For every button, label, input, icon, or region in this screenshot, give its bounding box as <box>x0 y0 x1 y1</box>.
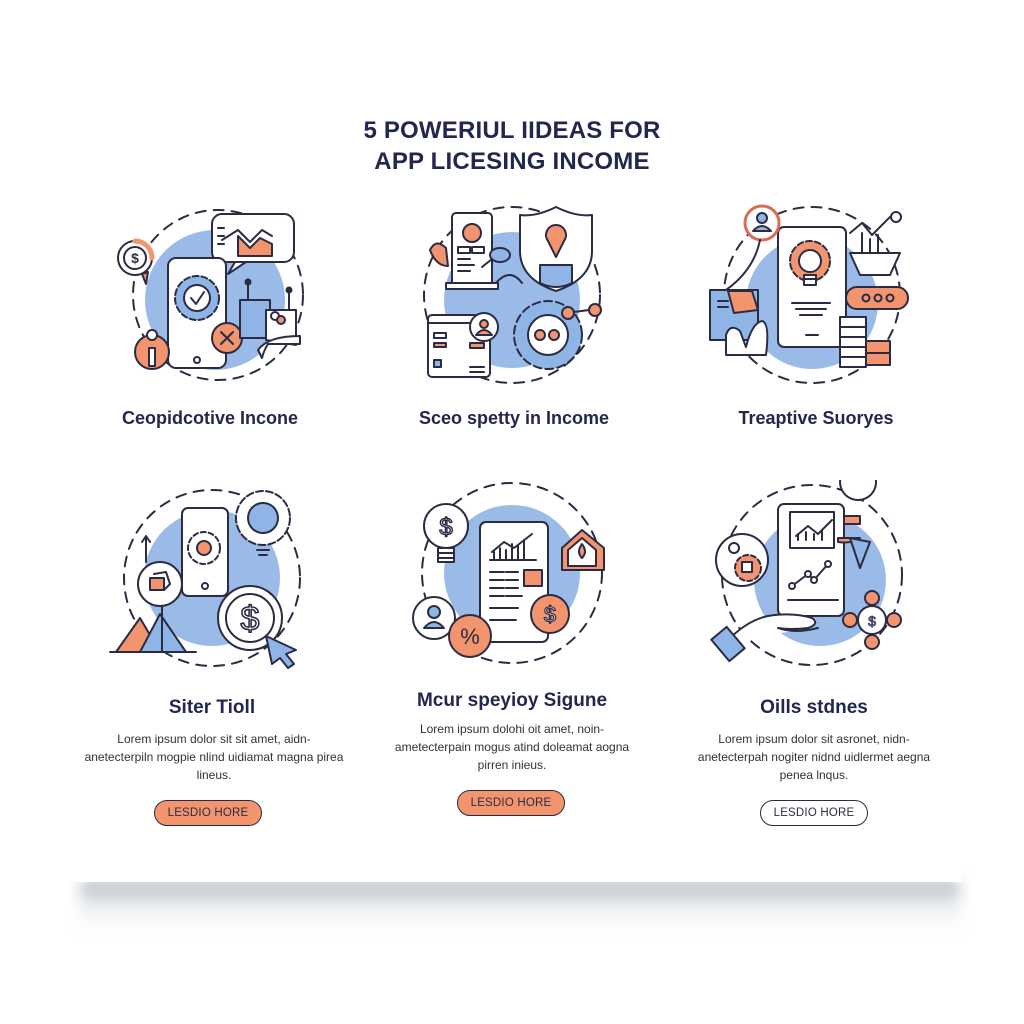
label-top-2: Sceo spetty in Income <box>418 408 610 428</box>
description-bottom-2: Lorem ipsum dolohi oit amet, noin-ametec… <box>394 722 630 772</box>
label-top-1: Ceopidcotive Incone <box>121 408 299 428</box>
label-top-3: Treaptive Suoryes <box>738 408 894 428</box>
svg-text:%: % <box>460 624 480 649</box>
svg-text:$: $ <box>868 613 876 629</box>
heading-bottom-2: Mcur speyioy Sigune <box>416 690 608 711</box>
svg-text:$: $ <box>131 250 139 266</box>
description-bottom-1: Lorem ipsum dolor sit sit amet, aidn-ane… <box>84 732 344 782</box>
report-dollar-percent-icon: $ % $ <box>400 478 620 678</box>
description-bottom-3: Lorem ipsum dolor sit asronet, nidn-anet… <box>697 732 931 782</box>
svg-text:$: $ <box>241 600 260 638</box>
phone-gear-chart-icon: $ <box>100 200 320 400</box>
title-line-1: 5 POWERIUL IIDEAS FOR <box>363 117 661 144</box>
svg-text:$: $ <box>544 602 556 627</box>
profile-shield-gears-icon <box>400 195 620 395</box>
read-more-button-2[interactable]: LESDIO HORE <box>457 790 565 816</box>
read-more-button-3[interactable]: LESDIO HORE <box>760 800 868 826</box>
hand-tablet-chart-icon: $ <box>700 480 920 680</box>
page-title: 5 POWERIUL IIDEAS FOR APP LICESING INCOM… <box>0 115 1024 177</box>
lightbulb-document-hand-icon <box>700 195 920 395</box>
phone-gear-dollar-cursor-icon: $ <box>100 478 320 678</box>
page-shadow <box>80 880 960 930</box>
svg-text:$: $ <box>439 514 452 541</box>
title-line-2: APP LICESING INCOME <box>374 148 650 175</box>
read-more-button-1[interactable]: LESDIO HORE <box>154 800 262 826</box>
heading-bottom-3: Oills stdnes <box>760 697 868 718</box>
infographic-card <box>62 30 962 882</box>
heading-bottom-1: Siter Tioll <box>168 697 256 718</box>
